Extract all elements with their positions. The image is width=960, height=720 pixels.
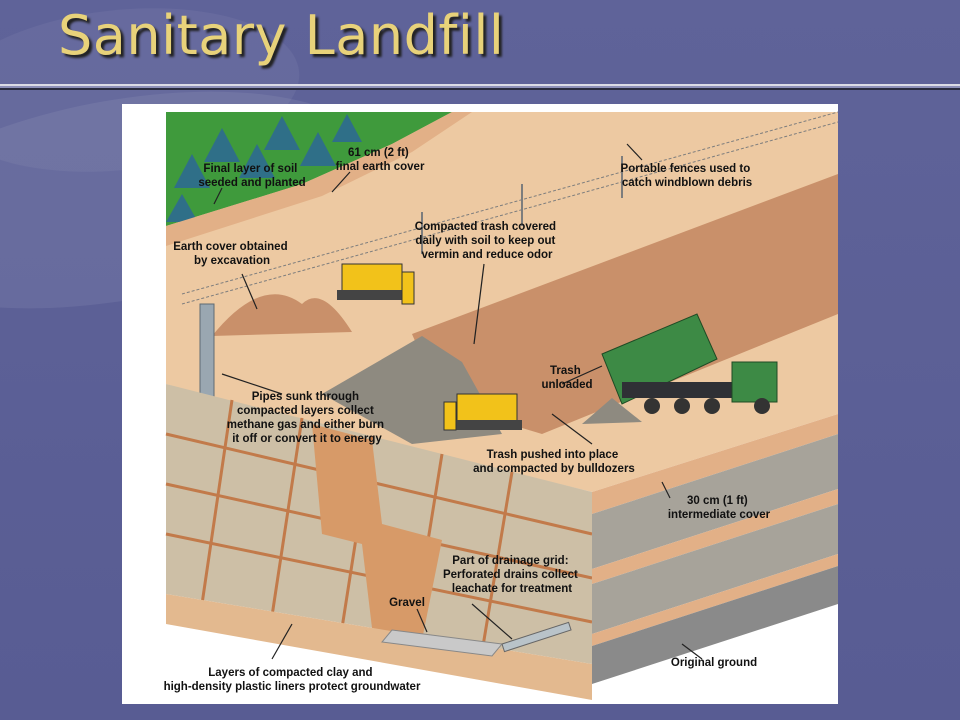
portable-fence [181, 111, 838, 305]
label-earth-cover-1: Earth cover obtained [173, 241, 287, 253]
svg-text:30 cm (1 ft) intermediate: 30 cm (1 ft) intermediate cover [668, 495, 771, 521]
dump-truck [601, 313, 778, 414]
bulldozer-lower [443, 393, 522, 431]
svg-text:Pipes sunk through compact: Pipes sunk through compacted layers coll… [227, 391, 387, 445]
svg-text:Final layer of soil seeded: Final layer of soil seeded and planted [198, 163, 305, 189]
clay-liner-base [166, 594, 592, 700]
svg-text:Earth cover obtained by ex: Earth cover obtained by excavation [173, 241, 291, 267]
label-drainage-3: leachate for treatment [452, 583, 572, 595]
label-fences-1: Portable fences used to [621, 163, 751, 175]
label-fences-2: catch windblown debris [622, 177, 752, 189]
layer-original-ground [592, 566, 838, 684]
layer-trash-1 [592, 434, 838, 569]
tree-icon [166, 194, 198, 222]
label-trash-unloaded-2: unloaded [541, 379, 592, 391]
bulldozer-upper [337, 263, 415, 305]
label-gravel: Gravel [389, 597, 425, 609]
label-final-cover-1: 61 cm (2 ft) [348, 147, 409, 159]
gravel-bed [381, 629, 503, 657]
layer-cover-2 [592, 489, 838, 584]
trash-unloaded-pile [582, 398, 642, 424]
tree-icon [204, 128, 240, 162]
layer-trash-2 [592, 504, 838, 634]
label-compacted-2: daily with soil to keep out [415, 235, 555, 247]
label-pushed-2: and compacted by bulldozers [473, 463, 635, 475]
label-pipes-3: methane gas and either burn [227, 419, 384, 431]
label-pipes-2: compacted layers collect [237, 405, 374, 417]
tree-icon [332, 114, 362, 142]
earth-mound [212, 294, 352, 336]
label-final-cover-2: final earth cover [336, 161, 425, 173]
excavated-cell [412, 174, 838, 434]
layer-intermediate-cover [592, 414, 838, 514]
svg-text:Trash pushed into place an: Trash pushed into place and compacted by… [473, 449, 635, 475]
svg-text:Trash unloaded: Trash unloaded [541, 365, 592, 391]
tree-line [166, 114, 362, 222]
landfill-illustration: 61 cm (2 ft) final earth cover Final lay… [164, 111, 838, 700]
svg-text:Portable fences used to ca: Portable fences used to catch windblown … [621, 163, 754, 189]
label-layers-1: Layers of compacted clay and [208, 667, 372, 679]
label-drainage-1: Part of drainage grid: [452, 555, 568, 567]
label-final-layer-2: seeded and planted [198, 177, 305, 189]
label-compacted-3: vermin and reduce odor [421, 249, 553, 261]
tree-icon [300, 132, 336, 166]
slide-title: Sanitary Landfill [58, 4, 505, 67]
excavation-steps [312, 424, 442, 640]
label-pushed-1: Trash pushed into place [487, 449, 619, 461]
perforated-drain [501, 621, 572, 653]
label-layers-2: high-density plastic liners protect grou… [164, 681, 421, 693]
leader-lines [213, 143, 703, 660]
tree-icon [174, 154, 210, 188]
svg-text:Part of drainage grid: Per: Part of drainage grid: Perforated drains… [443, 555, 581, 595]
label-intermediate-2: intermediate cover [668, 509, 771, 521]
label-final-layer-1: Final layer of soil [203, 163, 297, 175]
svg-text:Layers of compacted clay and: Layers of compacted clay and high-densit… [164, 667, 421, 693]
label-trash-unloaded-1: Trash [550, 365, 581, 377]
label-earth-cover-2: by excavation [194, 255, 270, 267]
label-compacted-1: Compacted trash covered [415, 221, 556, 233]
tree-icon [239, 144, 275, 178]
landfill-diagram: 61 cm (2 ft) final earth cover Final lay… [122, 104, 838, 704]
final-cover-band [166, 112, 472, 246]
label-pipes-4: it off or convert it to energy [232, 433, 382, 445]
label-drainage-2: Perforated drains collect [443, 569, 578, 581]
svg-text:Compacted trash covered da: Compacted trash covered daily with soil … [415, 221, 559, 261]
grass-area [166, 112, 452, 226]
tree-icon [264, 116, 300, 150]
label-intermediate-1: 30 cm (1 ft) [687, 495, 748, 507]
title-divider [0, 84, 960, 90]
layer-cover-3 [592, 554, 838, 646]
label-pipes-1: Pipes sunk through [252, 391, 359, 403]
svg-text:61 cm (2 ft) final earth c: 61 cm (2 ft) final earth cover [336, 147, 425, 173]
label-original-ground: Original ground [671, 657, 757, 669]
